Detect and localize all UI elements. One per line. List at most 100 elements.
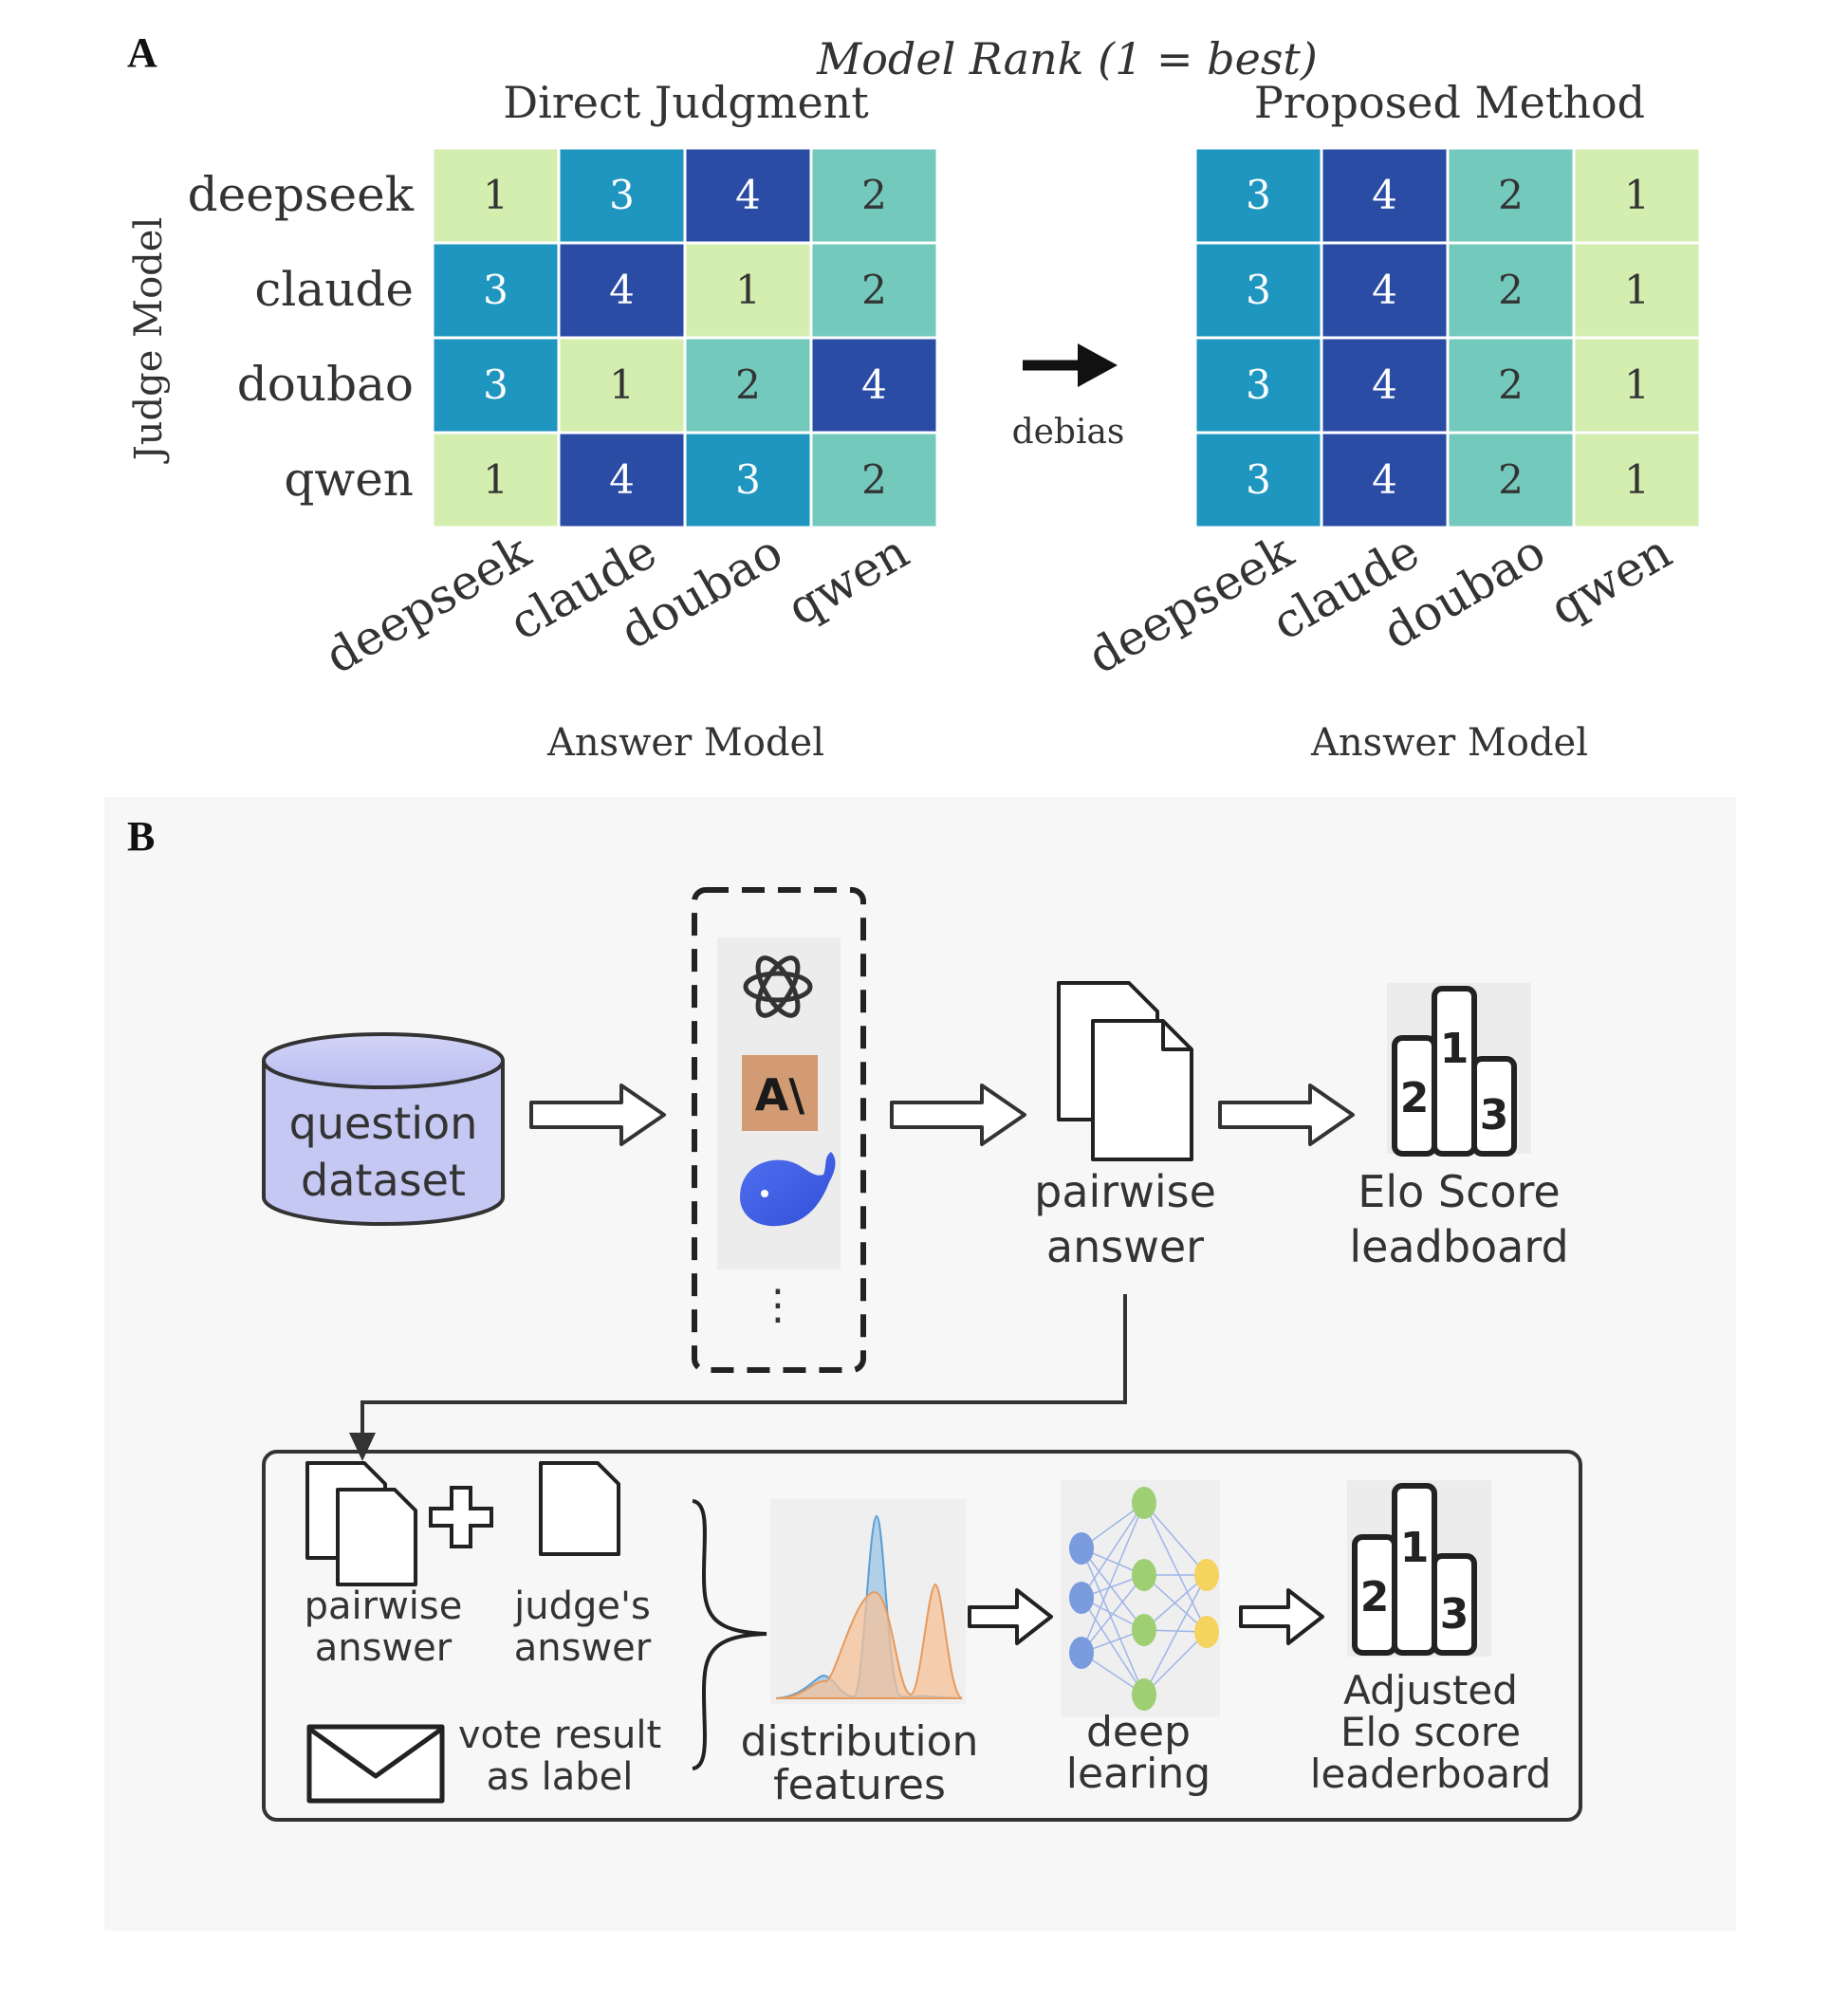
- heatmap-cell: [1572, 336, 1702, 435]
- heatmap-cell: [1572, 241, 1702, 340]
- nn-hidden-node: [1132, 1487, 1156, 1519]
- podium-first-label: 1: [1440, 1025, 1469, 1073]
- heatmap-cell-value: 1: [609, 361, 635, 408]
- row-tick-label: qwen: [284, 452, 414, 507]
- heatmap-cell-value: 2: [1498, 172, 1524, 218]
- dataset-label-line1: question: [289, 1098, 478, 1149]
- heatmap-cell-value: 2: [1498, 361, 1524, 408]
- pairwise-answer-label-line1: pairwise: [1034, 1166, 1216, 1217]
- debias-label: debias: [1012, 413, 1125, 452]
- heatmap-cell-value: 3: [609, 172, 635, 218]
- judge-answer-line1: judge's: [513, 1584, 651, 1628]
- heatmap-cell: [809, 241, 939, 340]
- anthropic-mark: A\: [755, 1069, 805, 1121]
- heatmap-cell: [557, 146, 687, 245]
- pairwise-answer-small-line2: answer: [315, 1626, 453, 1670]
- judge-answer-line2: answer: [514, 1626, 652, 1670]
- nn-input-node: [1069, 1582, 1094, 1614]
- nn-edge: [1143, 1502, 1208, 1576]
- nn-edge: [1143, 1631, 1208, 1695]
- heatmap-cell-value: 2: [861, 267, 887, 313]
- training-pipeline-box: [262, 1450, 1582, 1822]
- nn-edge: [1143, 1574, 1208, 1695]
- openai-logo-icon: [743, 955, 813, 1018]
- heatmap-cell-value: 3: [1246, 267, 1271, 313]
- flow-arrow-5: [1239, 1588, 1324, 1645]
- vote-result-line2: as label: [487, 1755, 634, 1799]
- heatmap-cell: [557, 431, 687, 529]
- heatmap-cell: [809, 431, 939, 529]
- heatmap-cell-value: 1: [1624, 267, 1650, 313]
- panel-a: A Model Rank (1 = best) Judge Model Dire…: [127, 29, 1702, 765]
- nn-edge: [1081, 1547, 1145, 1631]
- nn-edge: [1143, 1502, 1208, 1633]
- row-tick-label: claude: [254, 262, 414, 317]
- more-models-ellipsis: ⋮: [757, 1281, 799, 1329]
- adjusted-label-line2: Elo score: [1340, 1709, 1521, 1755]
- adjusted-label-line3: leaderboard: [1310, 1751, 1551, 1797]
- judge-document-icon: [539, 1461, 620, 1556]
- heatmap-cell: [809, 146, 939, 245]
- heatmap-cell-value: 2: [861, 456, 887, 503]
- nn-input-node: [1069, 1637, 1094, 1669]
- heatmap-cell-value: 3: [483, 267, 508, 313]
- panel-b: B question dataset A\ ⋮: [104, 797, 1736, 1931]
- pairwise-answer-label-line2: answer: [1046, 1221, 1204, 1272]
- heatmap-cell-value: 3: [483, 361, 508, 408]
- heatmap-cell-value: 3: [1246, 172, 1271, 218]
- heatmap-left-title: Direct Judgment: [503, 77, 869, 128]
- flow-arrow-1: [529, 1084, 666, 1146]
- distribution-label-line2: features: [773, 1761, 946, 1809]
- pairwise-documents-icon: [305, 1461, 417, 1586]
- heatmap-cell-value: 4: [1372, 456, 1397, 503]
- nn-output-node: [1194, 1559, 1219, 1591]
- heatmap-cell-value: 1: [483, 456, 508, 503]
- column-tick-label: qwen: [1541, 524, 1680, 637]
- podium-third-label: 3: [1480, 1091, 1509, 1139]
- llm-models-box: [692, 887, 866, 1373]
- debias-arrow: [1023, 343, 1118, 387]
- heatmap-cell-value: 4: [1372, 267, 1397, 313]
- connector-arrow: [349, 1294, 1127, 1461]
- heatmap-cell: [1320, 431, 1450, 529]
- neural-network-icon: [1061, 1480, 1220, 1717]
- envelope-icon: [306, 1724, 445, 1804]
- documents-icon: [1057, 981, 1193, 1161]
- heatmap-cell: [557, 336, 687, 435]
- heatmap-left-x-label: Answer Model: [546, 721, 824, 765]
- row-tick-label: deepseek: [188, 167, 415, 222]
- heatmap-cell-value: 1: [735, 267, 761, 313]
- heatmap-cell-value: 2: [1498, 267, 1524, 313]
- adjusted-podium-third-label: 3: [1440, 1590, 1469, 1639]
- adjusted-podium-second-label: 2: [1360, 1573, 1390, 1621]
- nn-edge: [1143, 1574, 1208, 1633]
- deep-learning-label-line1: deep: [1086, 1708, 1191, 1756]
- heatmap-cell-value: 2: [1498, 456, 1524, 503]
- heatmap-cell-value: 1: [1624, 456, 1650, 503]
- podium-second-label: 2: [1400, 1074, 1430, 1122]
- heatmap-cell-value: 1: [483, 172, 508, 218]
- curly-brace: [692, 1499, 767, 1770]
- heatmap-cell: [1320, 146, 1450, 245]
- nn-hidden-node: [1132, 1614, 1156, 1646]
- heatmap-right-title: Proposed Method: [1254, 77, 1645, 128]
- deep-learning-label-line2: learing: [1066, 1750, 1210, 1798]
- anthropic-logo-icon: A\: [742, 1055, 818, 1131]
- heatmap-cell: [1193, 336, 1323, 435]
- heatmap-cell-value: 3: [735, 456, 761, 503]
- heatmap-cell: [1193, 431, 1323, 529]
- heatmap-cell-value: 4: [609, 456, 635, 503]
- heatmap-cell: [431, 431, 561, 529]
- nn-edge: [1081, 1502, 1145, 1599]
- vote-result-line1: vote result: [458, 1714, 661, 1757]
- heatmap-cell-value: 4: [861, 361, 887, 408]
- distribution-plot-icon: [770, 1499, 966, 1704]
- nn-output-node: [1194, 1616, 1219, 1648]
- heatmap-cell: [1572, 431, 1702, 529]
- flow-arrow-2: [890, 1084, 1026, 1146]
- heatmap-cell-value: 3: [1246, 361, 1271, 408]
